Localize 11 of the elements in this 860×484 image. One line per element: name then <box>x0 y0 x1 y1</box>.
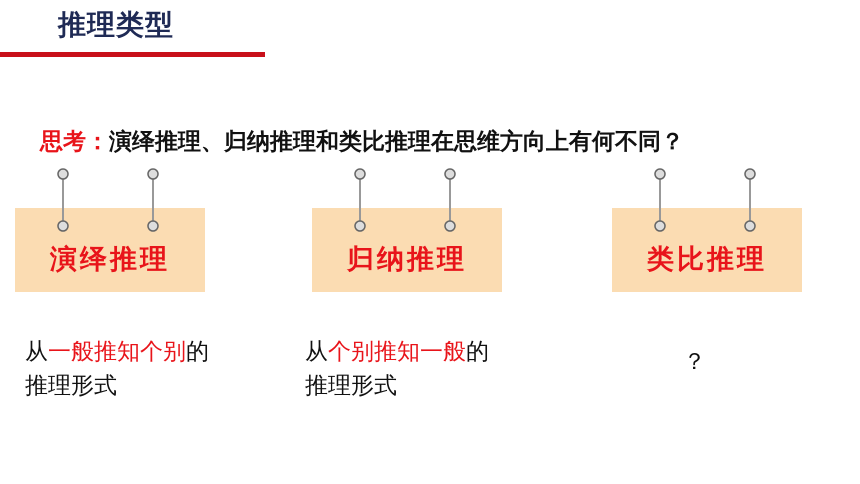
slide-title: 推理类型 <box>58 7 174 43</box>
description-text: 从个别推知一般的推理形式 <box>305 338 490 401</box>
hanging-card <box>312 208 502 292</box>
card-label: 演绎推理 <box>50 243 170 277</box>
question-text: 思考：演绎推理、归纳推理和类比推理在思维方向上有何不同？ <box>40 128 684 157</box>
card-label: 归纳推理 <box>347 243 467 277</box>
description-text: ？ <box>683 348 707 377</box>
card-label: 类比推理 <box>647 243 767 277</box>
hanging-card <box>612 208 802 292</box>
hanging-card <box>15 208 205 292</box>
description-text: 从一般推知个别的推理形式 <box>25 338 210 401</box>
